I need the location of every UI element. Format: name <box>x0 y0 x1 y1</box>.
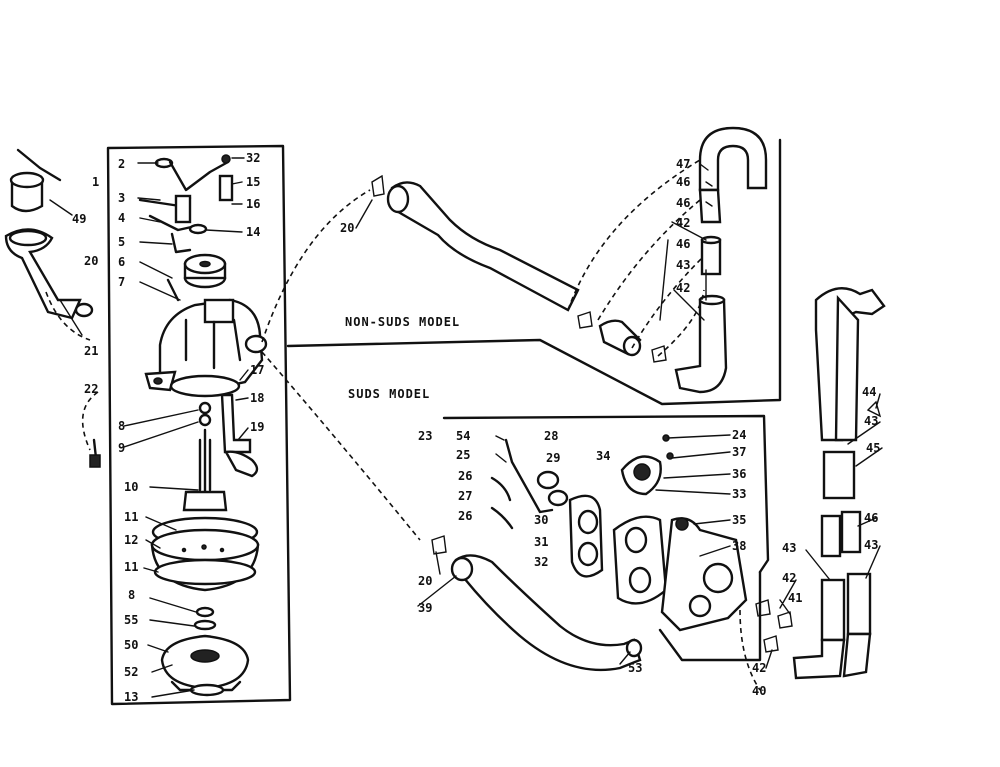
non-suds-drain-hose <box>371 174 580 312</box>
part-label: 43 <box>864 414 878 428</box>
connection-lines <box>45 159 761 691</box>
part-label: 27 <box>458 489 472 503</box>
part-label: 8 <box>128 588 135 602</box>
part-label: 46 <box>676 237 690 251</box>
part-label: 38 <box>732 539 746 553</box>
part-label: 5 <box>118 235 125 249</box>
part-label: 12 <box>124 533 138 547</box>
suds-standpipes <box>755 287 886 680</box>
suds-model-heading: SUDS MODEL <box>348 387 430 401</box>
part-label: 54 <box>456 429 470 443</box>
non-suds-u-pipe <box>577 126 768 394</box>
suds-valve-parts <box>490 434 674 605</box>
part-label: 43 <box>782 541 796 555</box>
part-label: 7 <box>118 275 125 289</box>
part-label: 33 <box>732 487 746 501</box>
part-label: 6 <box>118 255 125 269</box>
part-label: 42 <box>752 661 766 675</box>
suds-drain-hose <box>431 535 643 672</box>
part-label: 4 <box>118 211 125 225</box>
part-label: 35 <box>732 513 746 527</box>
part-label: 50 <box>124 638 138 652</box>
part-label: 43 <box>864 538 878 552</box>
part-label: 42 <box>782 571 796 585</box>
non-suds-model-heading: NON-SUDS MODEL <box>345 315 460 329</box>
part-label: 29 <box>546 451 560 465</box>
part-label: 20 <box>84 254 98 268</box>
left-loose-parts <box>4 148 101 468</box>
suds-pump-body <box>660 517 748 632</box>
part-label: 13 <box>124 690 138 704</box>
part-label: 9 <box>118 441 125 455</box>
part-label: 10 <box>124 480 138 494</box>
pump-top-hardware <box>138 154 234 254</box>
part-label: 14 <box>246 225 260 239</box>
pump-pulley <box>166 253 227 302</box>
part-label: 25 <box>456 448 470 462</box>
part-label: 31 <box>534 535 548 549</box>
part-label: 42 <box>676 216 690 230</box>
part-label: 11 <box>124 510 138 524</box>
part-label: 43 <box>676 258 690 272</box>
part-label: 18 <box>250 391 264 405</box>
part-label: 53 <box>628 661 642 675</box>
part-label: 1 <box>92 175 99 189</box>
part-label: 3 <box>118 191 125 205</box>
part-label: 34 <box>596 449 610 463</box>
part-label: 41 <box>788 591 802 605</box>
part-label: 49 <box>72 212 86 226</box>
part-label: 47 <box>676 157 690 171</box>
pump-shaft <box>182 393 259 512</box>
part-label: 26 <box>458 469 472 483</box>
part-label: 21 <box>84 344 98 358</box>
part-label: 46 <box>864 511 878 525</box>
part-number-labels: 2 3 4 5 6 7 1 32 15 16 14 49 20 21 22 17… <box>72 151 880 704</box>
part-label: 37 <box>732 445 746 459</box>
part-label: 46 <box>676 196 690 210</box>
part-label: 40 <box>752 684 766 698</box>
part-label: 52 <box>124 665 138 679</box>
part-label: 20 <box>340 221 354 235</box>
leader-lines <box>49 157 883 698</box>
part-label: 2 <box>118 157 125 171</box>
part-label: 24 <box>732 428 746 442</box>
part-label: 19 <box>250 420 264 434</box>
part-label: 39 <box>418 601 432 615</box>
part-label: 16 <box>246 197 260 211</box>
part-label: 30 <box>534 513 548 527</box>
part-label: 28 <box>544 429 558 443</box>
non-suds-frame <box>286 138 782 406</box>
part-label: 26 <box>458 509 472 523</box>
pump-housing <box>150 516 260 697</box>
part-label: 32 <box>246 151 260 165</box>
part-label: 8 <box>118 419 125 433</box>
section-headings: NON-SUDS MODEL SUDS MODEL <box>345 315 460 401</box>
pump-assembly-frame <box>106 144 292 706</box>
part-label: 45 <box>866 441 880 455</box>
part-label: 15 <box>246 175 260 189</box>
part-label: 36 <box>732 467 746 481</box>
part-label: 55 <box>124 613 138 627</box>
part-label: 44 <box>862 385 876 399</box>
part-label: 17 <box>250 363 264 377</box>
part-label: 22 <box>84 382 98 396</box>
part-label: 46 <box>676 175 690 189</box>
part-label: 11 <box>124 560 138 574</box>
part-label: 20 <box>418 574 432 588</box>
pump-body <box>144 298 268 398</box>
part-label: 42 <box>676 281 690 295</box>
part-label: 32 <box>534 555 548 569</box>
part-label: 23 <box>418 429 432 443</box>
